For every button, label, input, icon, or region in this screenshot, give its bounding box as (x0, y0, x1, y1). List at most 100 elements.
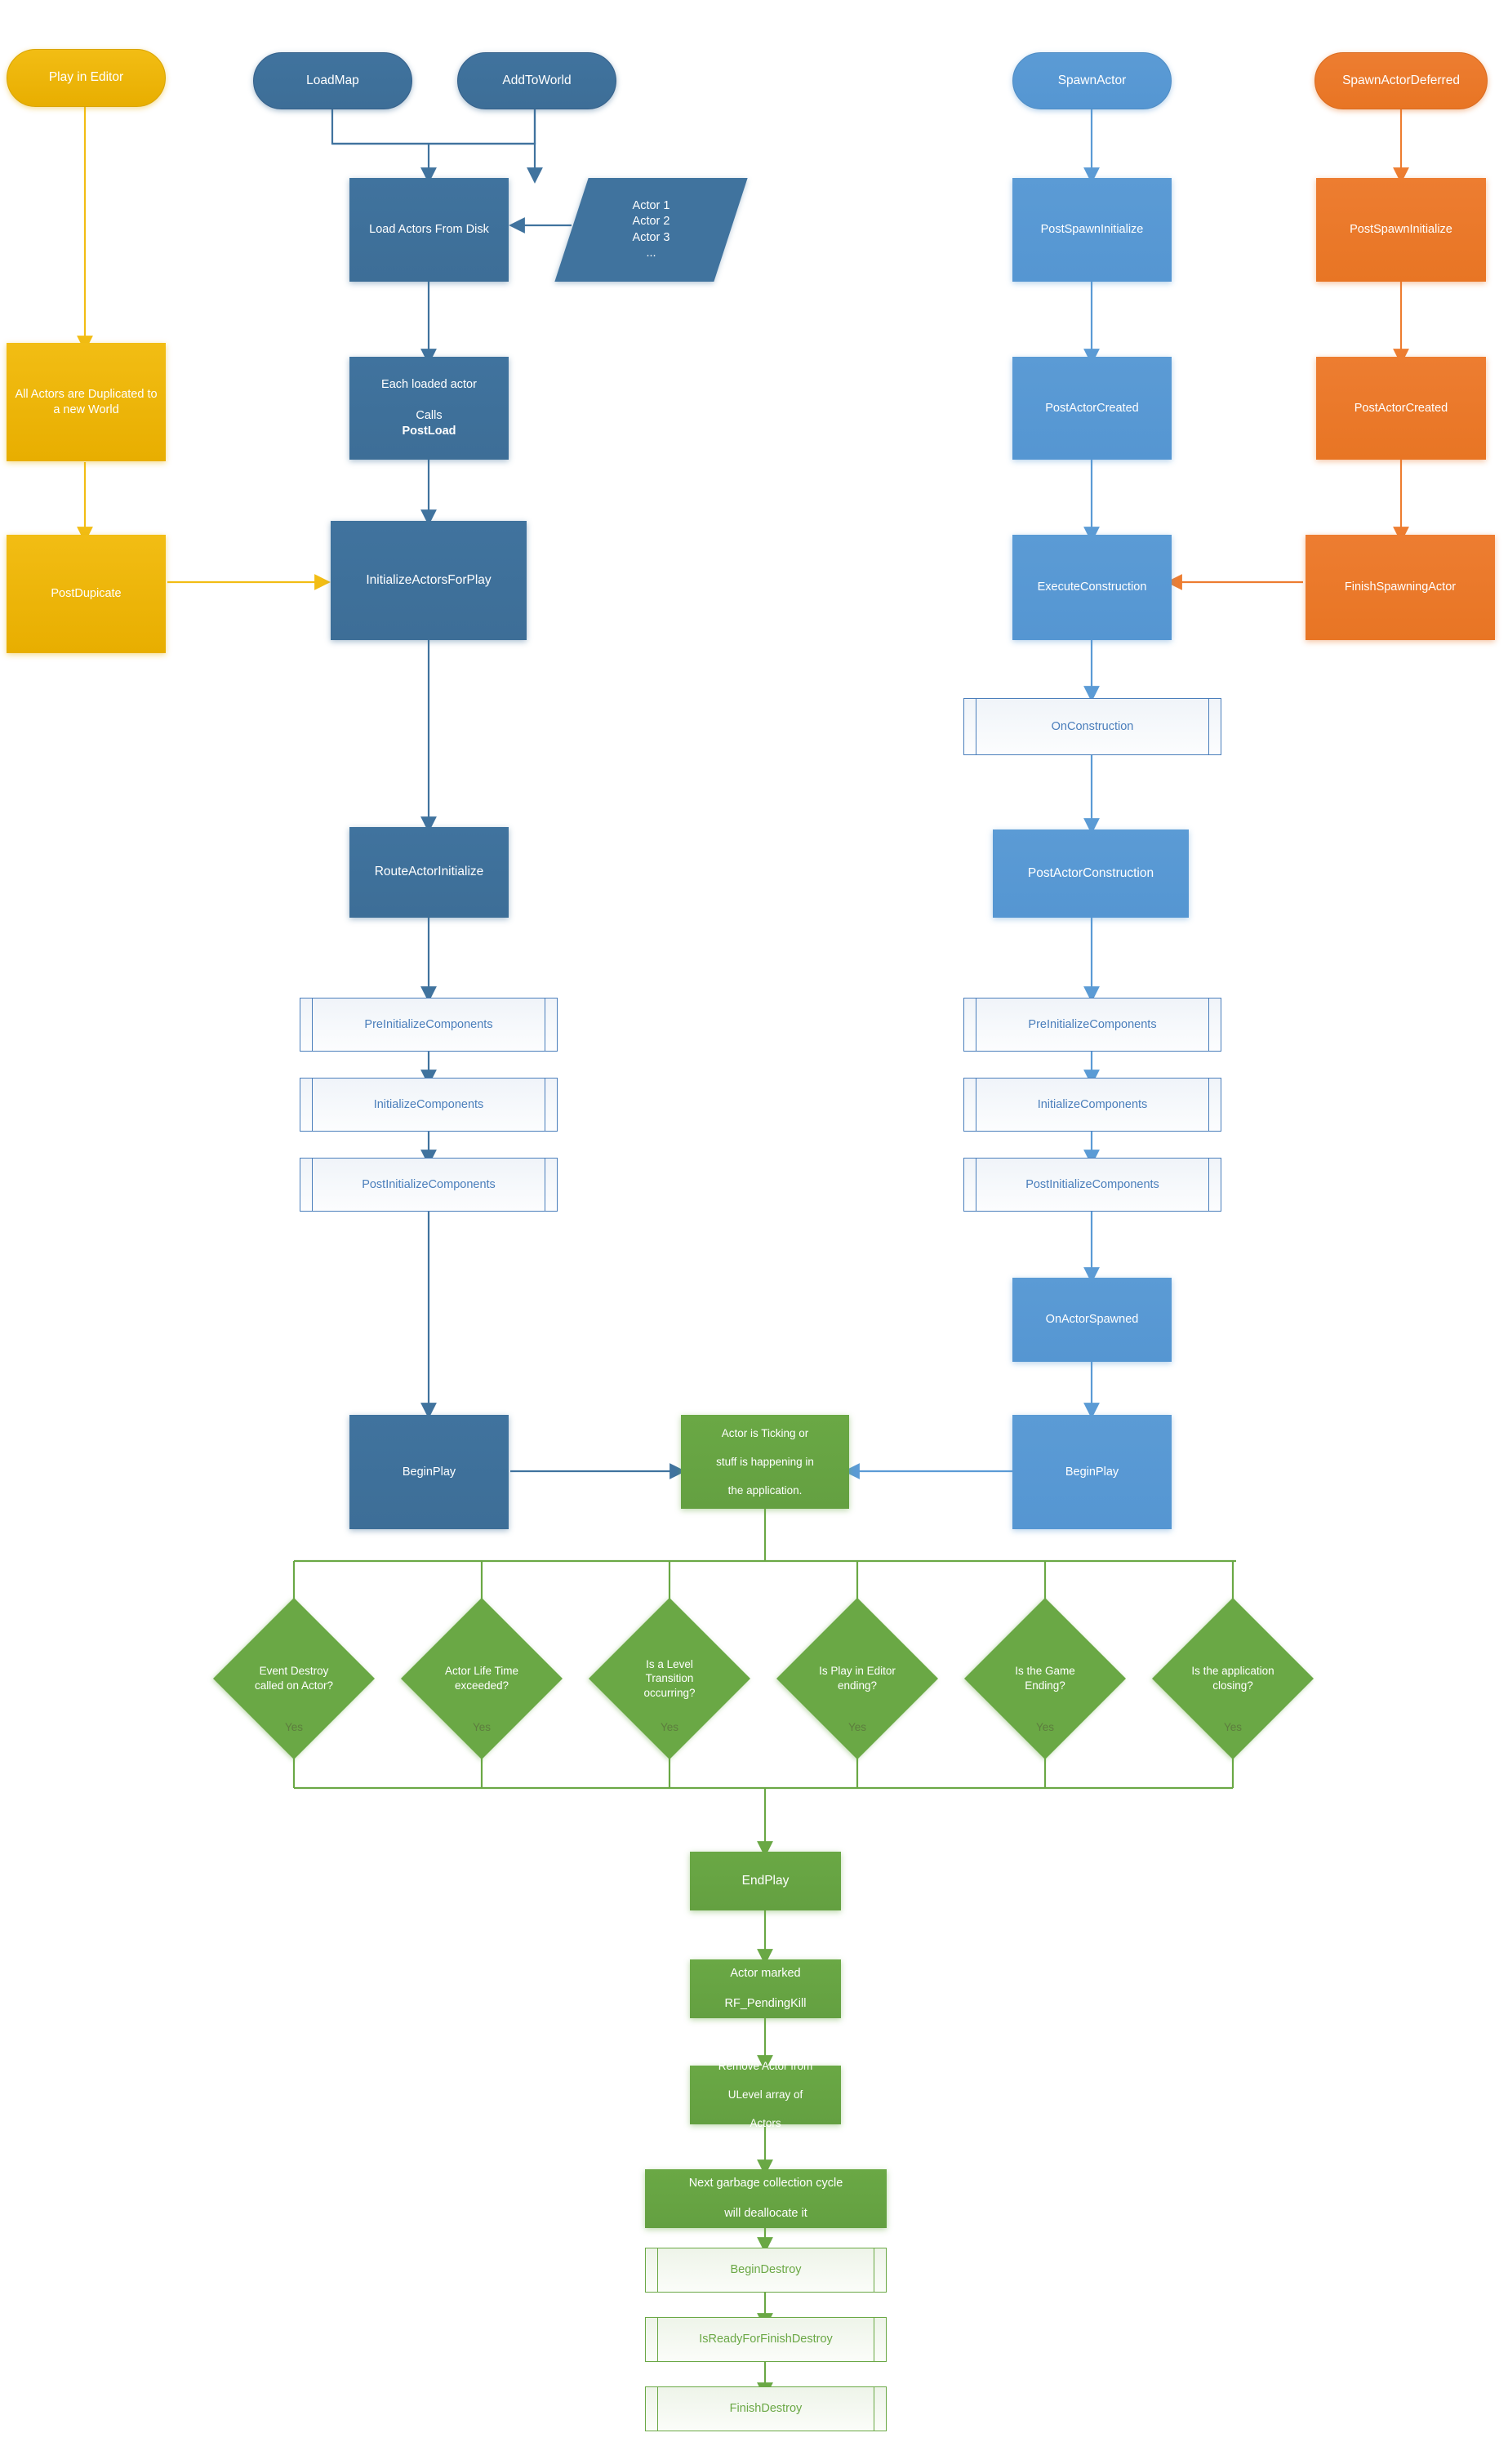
decision-label: Is the Game Ending? (973, 1621, 1117, 1736)
marked-line1: Actor marked (730, 1966, 801, 1980)
node-pre-initialize-components-load[interactable]: PreInitializeComponents (300, 998, 558, 1052)
node-label: PreInitializeComponents (1028, 1017, 1157, 1031)
node-play-in-editor[interactable]: Play in Editor (7, 49, 166, 107)
node-post-actor-created-spawn[interactable]: PostActorCreated (1012, 357, 1172, 460)
node-route-actor-initialize[interactable]: RouteActorInitialize (349, 827, 509, 918)
decision-line2: Ending? (1025, 1679, 1065, 1692)
actor-list-labels: Actor 1 Actor 2 Actor 3 ... (572, 178, 731, 282)
decision-game-ending[interactable]: Is the Game Ending? (964, 1598, 1126, 1759)
node-execute-construction[interactable]: ExecuteConstruction (1012, 535, 1172, 640)
decision-line2: closing? (1212, 1679, 1253, 1692)
node-post-initialize-components-spawn[interactable]: PostInitializeComponents (963, 1158, 1221, 1212)
node-label: PostInitializeComponents (362, 1177, 496, 1191)
node-begin-play-load[interactable]: BeginPlay (349, 1415, 509, 1529)
node-post-spawn-initialize-spawn[interactable]: PostSpawnInitialize (1012, 178, 1172, 282)
actor-2-label: Actor 2 (632, 215, 670, 229)
node-post-dupicate[interactable]: PostDupicate (7, 535, 166, 653)
node-label: IsReadyForFinishDestroy (699, 2333, 833, 2346)
subroutine-right-bar (1208, 699, 1209, 754)
node-post-actor-created-deferred[interactable]: PostActorCreated (1316, 357, 1486, 460)
decision-line3: occurring? (643, 1686, 696, 1699)
node-load-actors-from-disk[interactable]: Load Actors From Disk (349, 178, 509, 282)
node-label: Remove Actor from ULevel array of Actors (709, 2059, 823, 2131)
node-post-actor-construction[interactable]: PostActorConstruction (993, 829, 1189, 918)
decision-line2: ending? (837, 1679, 878, 1692)
node-label: InitializeActorsForPlay (366, 572, 492, 587)
node-all-actors-duplicated[interactable]: All Actors are Duplicated to a new World (7, 343, 166, 461)
subroutine-left-bar (312, 998, 313, 1051)
node-label: Actor marked RF_PendingKill (715, 1966, 816, 2013)
subroutine-right-bar (1208, 1079, 1209, 1131)
ticking-line2: stuff is happening in (716, 1455, 814, 1468)
node-label: InitializeComponents (1037, 1097, 1148, 1111)
subroutine-right-bar (1208, 998, 1209, 1051)
decision-play-in-editor-ending[interactable]: Is Play in Editor ending? (776, 1598, 938, 1759)
gc-line2: will deallocate it (724, 2207, 807, 2221)
node-label: AddToWorld (502, 73, 572, 87)
node-label: BeginDestroy (730, 2263, 802, 2277)
node-label: EndPlay (741, 1873, 790, 1888)
decision-label: Is Play in Editor ending? (785, 1621, 929, 1736)
subroutine-left-bar (657, 2248, 658, 2292)
node-label: OnConstruction (1051, 719, 1134, 733)
actor-3-label: Actor 3 (632, 230, 670, 244)
node-label: BeginPlay (1065, 1465, 1119, 1479)
node-label: Each loaded actor Calls PostLoad (371, 377, 487, 438)
node-each-loaded-actor-calls-postload[interactable]: Each loaded actor Calls PostLoad (349, 357, 509, 460)
node-begin-play-spawn[interactable]: BeginPlay (1012, 1415, 1172, 1529)
node-post-spawn-initialize-deferred[interactable]: PostSpawnInitialize (1316, 178, 1486, 282)
node-initialize-components-spawn[interactable]: InitializeComponents (963, 1078, 1221, 1132)
actor-1-label: Actor 1 (632, 199, 670, 213)
marked-line2: RF_PendingKill (724, 1997, 807, 2011)
yes-label-event-destroy: Yes (284, 1721, 304, 1733)
yes-label-level-transition: Yes (660, 1721, 679, 1733)
node-on-actor-spawned[interactable]: OnActorSpawned (1012, 1278, 1172, 1362)
node-begin-destroy[interactable]: BeginDestroy (645, 2248, 887, 2293)
node-actor-is-ticking[interactable]: Actor is Ticking or stuff is happening i… (681, 1415, 849, 1509)
node-initialize-actors-for-play[interactable]: InitializeActorsForPlay (331, 521, 527, 640)
node-label: PostActorCreated (1354, 401, 1448, 415)
decision-line2: Transition (645, 1672, 694, 1685)
node-label: InitializeComponents (373, 1097, 484, 1111)
node-finish-spawning-actor[interactable]: FinishSpawningActor (1306, 535, 1495, 640)
decision-actor-life-time[interactable]: Actor Life Time exceeded? (401, 1598, 563, 1759)
node-initialize-components-load[interactable]: InitializeComponents (300, 1078, 558, 1132)
node-actor-marked-pending-kill[interactable]: Actor marked RF_PendingKill (690, 1959, 841, 2018)
node-label: BeginPlay (402, 1465, 456, 1479)
node-on-construction[interactable]: OnConstruction (963, 698, 1221, 755)
node-pre-initialize-components-spawn[interactable]: PreInitializeComponents (963, 998, 1221, 1052)
node-label: PostSpawnInitialize (1350, 223, 1452, 237)
node-is-ready-for-finish-destroy[interactable]: IsReadyForFinishDestroy (645, 2317, 887, 2362)
node-label: PostSpawnInitialize (1040, 223, 1144, 237)
subroutine-left-bar (657, 2318, 658, 2361)
node-end-play[interactable]: EndPlay (690, 1852, 841, 1910)
decision-event-destroy[interactable]: Event Destroy called on Actor? (213, 1598, 375, 1759)
subroutine-left-bar (657, 2387, 658, 2431)
node-finish-destroy[interactable]: FinishDestroy (645, 2386, 887, 2431)
node-spawn-actor-deferred[interactable]: SpawnActorDeferred (1314, 52, 1488, 109)
node-remove-actor-from-ulevel[interactable]: Remove Actor from ULevel array of Actors (690, 2060, 841, 2129)
node-garbage-collection[interactable]: Next garbage collection cycle will deall… (645, 2169, 887, 2228)
node-label: PostDupicate (51, 587, 122, 601)
gc-line1: Next garbage collection cycle (688, 2176, 843, 2190)
decision-line1: Is the Game (1015, 1665, 1075, 1678)
remove-line1: Remove Actor from (718, 2060, 813, 2073)
decision-application-closing[interactable]: Is the application closing? (1152, 1598, 1314, 1759)
remove-line3: Actors (750, 2117, 781, 2130)
subroutine-right-bar (1208, 1159, 1209, 1211)
decision-line1: Event Destroy (259, 1665, 329, 1678)
node-load-map[interactable]: LoadMap (253, 52, 412, 109)
node-label: Load Actors From Disk (369, 223, 489, 237)
node-post-initialize-components-load[interactable]: PostInitializeComponents (300, 1158, 558, 1212)
decision-label: Actor Life Time exceeded? (410, 1621, 554, 1736)
node-label: FinishSpawningActor (1344, 580, 1457, 594)
node-add-to-world[interactable]: AddToWorld (457, 52, 616, 109)
remove-line2: ULevel array of (727, 2088, 803, 2102)
node-label: Next garbage collection cycle will deall… (679, 2176, 853, 2222)
node-spawn-actor[interactable]: SpawnActor (1012, 52, 1172, 109)
decision-level-transition[interactable]: Is a Level Transition occurring? (589, 1598, 750, 1759)
node-label: LoadMap (306, 73, 359, 87)
subroutine-left-bar (312, 1079, 313, 1131)
subroutine-left-bar (312, 1159, 313, 1211)
